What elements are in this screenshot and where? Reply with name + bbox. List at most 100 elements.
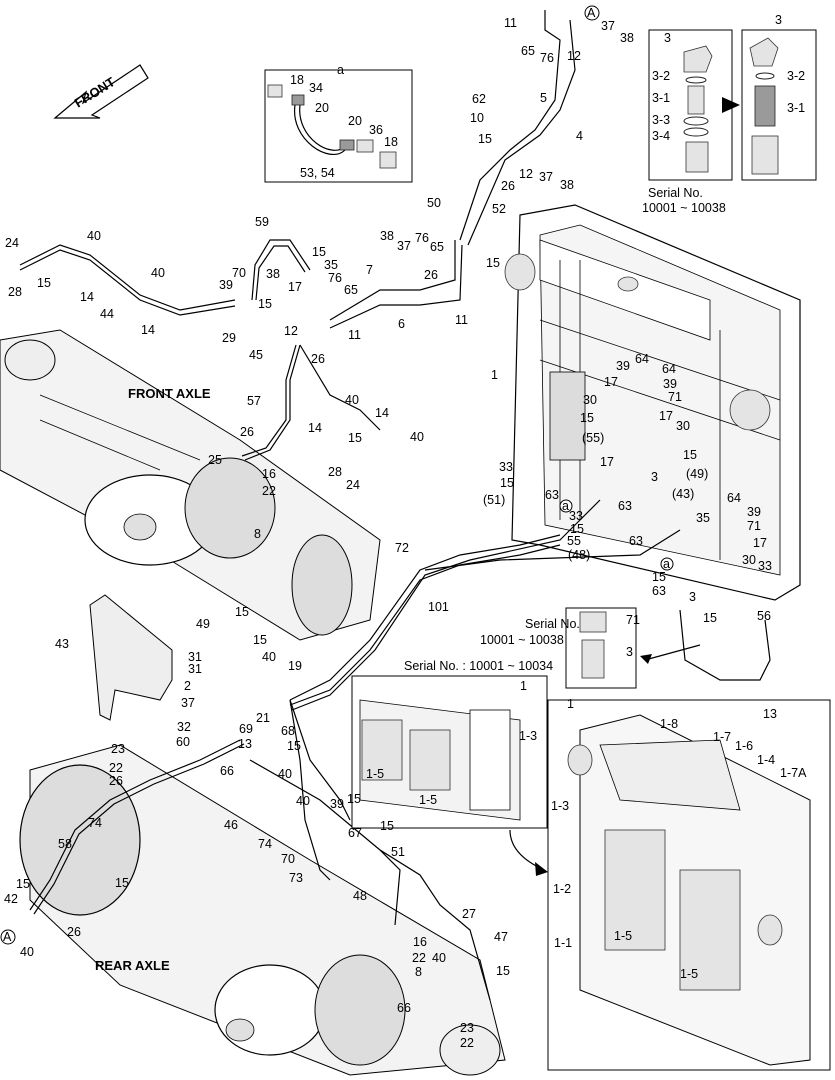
callout: 15 <box>703 611 717 625</box>
callout: 23 <box>460 1021 474 1035</box>
callout: 39 <box>219 278 233 292</box>
detail-a-title: a <box>337 63 344 77</box>
callout: 3 <box>689 590 696 604</box>
box1-label-1-6: 1-6 <box>735 739 753 753</box>
callout: 71 <box>747 519 761 533</box>
callout: 22 <box>262 484 276 498</box>
callout: 28 <box>328 465 342 479</box>
callout: 43 <box>55 637 69 651</box>
circle-a-bottom: A <box>3 930 12 944</box>
callout: 15 <box>16 877 30 891</box>
callout: 15 <box>652 570 666 584</box>
callout: 12 <box>284 324 298 338</box>
callout: (43) <box>672 487 694 501</box>
callout: 13 <box>763 707 777 721</box>
callout: 11 <box>348 328 361 342</box>
callout: 64 <box>662 362 676 376</box>
callout: 14 <box>80 290 94 304</box>
callout: 13 <box>238 737 252 751</box>
callout: 55 <box>567 534 581 548</box>
callout: 16 <box>413 935 427 949</box>
serial-b-label-71: 71 <box>626 613 640 627</box>
callout: 30 <box>676 419 690 433</box>
callout: 22 <box>460 1036 474 1050</box>
callout: 63 <box>629 534 643 548</box>
callout: 58 <box>58 837 72 851</box>
callout: 37 <box>397 239 411 253</box>
callout: 16 <box>262 467 276 481</box>
serial-b-inset: 71 3 Serial No. 10001 ~ 10038 <box>480 607 701 689</box>
callout: 73 <box>289 871 303 885</box>
callout: 45 <box>249 348 263 362</box>
box3b-title: 3 <box>775 13 782 27</box>
callout: 40 <box>296 794 310 808</box>
callout: 64 <box>635 352 649 366</box>
callout: 47 <box>494 930 508 944</box>
detail-a-label-53-54: 53, 54 <box>300 166 335 180</box>
box1-label-1-7: 1-7 <box>713 730 731 744</box>
callout: 21 <box>256 711 270 725</box>
callout: 14 <box>308 421 322 435</box>
callout: 66 <box>220 764 234 778</box>
callout: 12 <box>567 49 581 63</box>
callout: 74 <box>88 816 102 830</box>
callout: 15 <box>348 431 362 445</box>
callout: 44 <box>100 307 114 321</box>
cooler-box-1: 1 1-8 1-7 1-6 1-4 1-7A 1-3 1-2 1-1 1-5 1… <box>547 697 831 1071</box>
callout: (55) <box>582 431 604 445</box>
callout: 40 <box>345 393 359 407</box>
callout: 22 <box>412 951 426 965</box>
serial-a-title: Serial No. <box>648 186 703 200</box>
serial-c-title: Serial No. : 10001 ~ 10034 <box>404 659 553 673</box>
callout: 4 <box>576 129 583 143</box>
callout: 40 <box>20 945 34 959</box>
callout: 52 <box>492 202 506 216</box>
box1-label-1-2: 1-2 <box>553 882 571 896</box>
bracket-101 <box>89 594 173 721</box>
callout: 37 <box>601 19 615 33</box>
circle-small-a-2: a <box>663 557 670 571</box>
callout: 72 <box>395 541 409 555</box>
callout: (51) <box>483 493 505 507</box>
callout: 15 <box>380 819 394 833</box>
detail-a-label-34: 34 <box>309 81 323 95</box>
detail-a-label-20a: 20 <box>315 101 329 115</box>
callout: 17 <box>753 536 767 550</box>
callout: 66 <box>397 1001 411 1015</box>
box-c-label-1: 1 <box>520 679 527 693</box>
callout: 17 <box>604 375 618 389</box>
callout: 37 <box>539 170 553 184</box>
box3-label-3-2: 3-2 <box>652 69 670 83</box>
callout: 26 <box>424 268 438 282</box>
callout: 35 <box>324 258 338 272</box>
callout: 42 <box>4 892 18 906</box>
callout: 17 <box>288 280 302 294</box>
box-c-label-1-5b: 1-5 <box>419 793 437 807</box>
front-axle-label: FRONT AXLE <box>128 386 211 401</box>
callout: 30 <box>742 553 756 567</box>
callout: 22 <box>109 761 123 775</box>
callout: 60 <box>176 735 190 749</box>
detail-a-label-20b: 20 <box>348 114 362 128</box>
callout: 26 <box>311 352 325 366</box>
callout: 7 <box>366 263 373 277</box>
callout: 15 <box>580 411 594 425</box>
callout: 15 <box>235 605 249 619</box>
callout: 46 <box>224 818 238 832</box>
serial-a-range: 10001 ~ 10038 <box>642 201 726 215</box>
callout: 39 <box>747 505 761 519</box>
callout: 64 <box>727 491 741 505</box>
box1-label-1-8: 1-8 <box>660 717 678 731</box>
box3b-label-3-2: 3-2 <box>787 69 805 83</box>
callout: 39 <box>330 797 344 811</box>
box-c-label-1-5a: 1-5 <box>366 767 384 781</box>
callout: 15 <box>570 522 584 536</box>
callout: (48) <box>568 548 590 562</box>
callout: 10 <box>470 111 484 125</box>
detail-a-label-18b: 18 <box>384 135 398 149</box>
cooler-assembly <box>504 204 801 601</box>
callout: 17 <box>600 455 614 469</box>
detail-a-label-18a: 18 <box>290 73 304 87</box>
callout: 33 <box>569 509 583 523</box>
